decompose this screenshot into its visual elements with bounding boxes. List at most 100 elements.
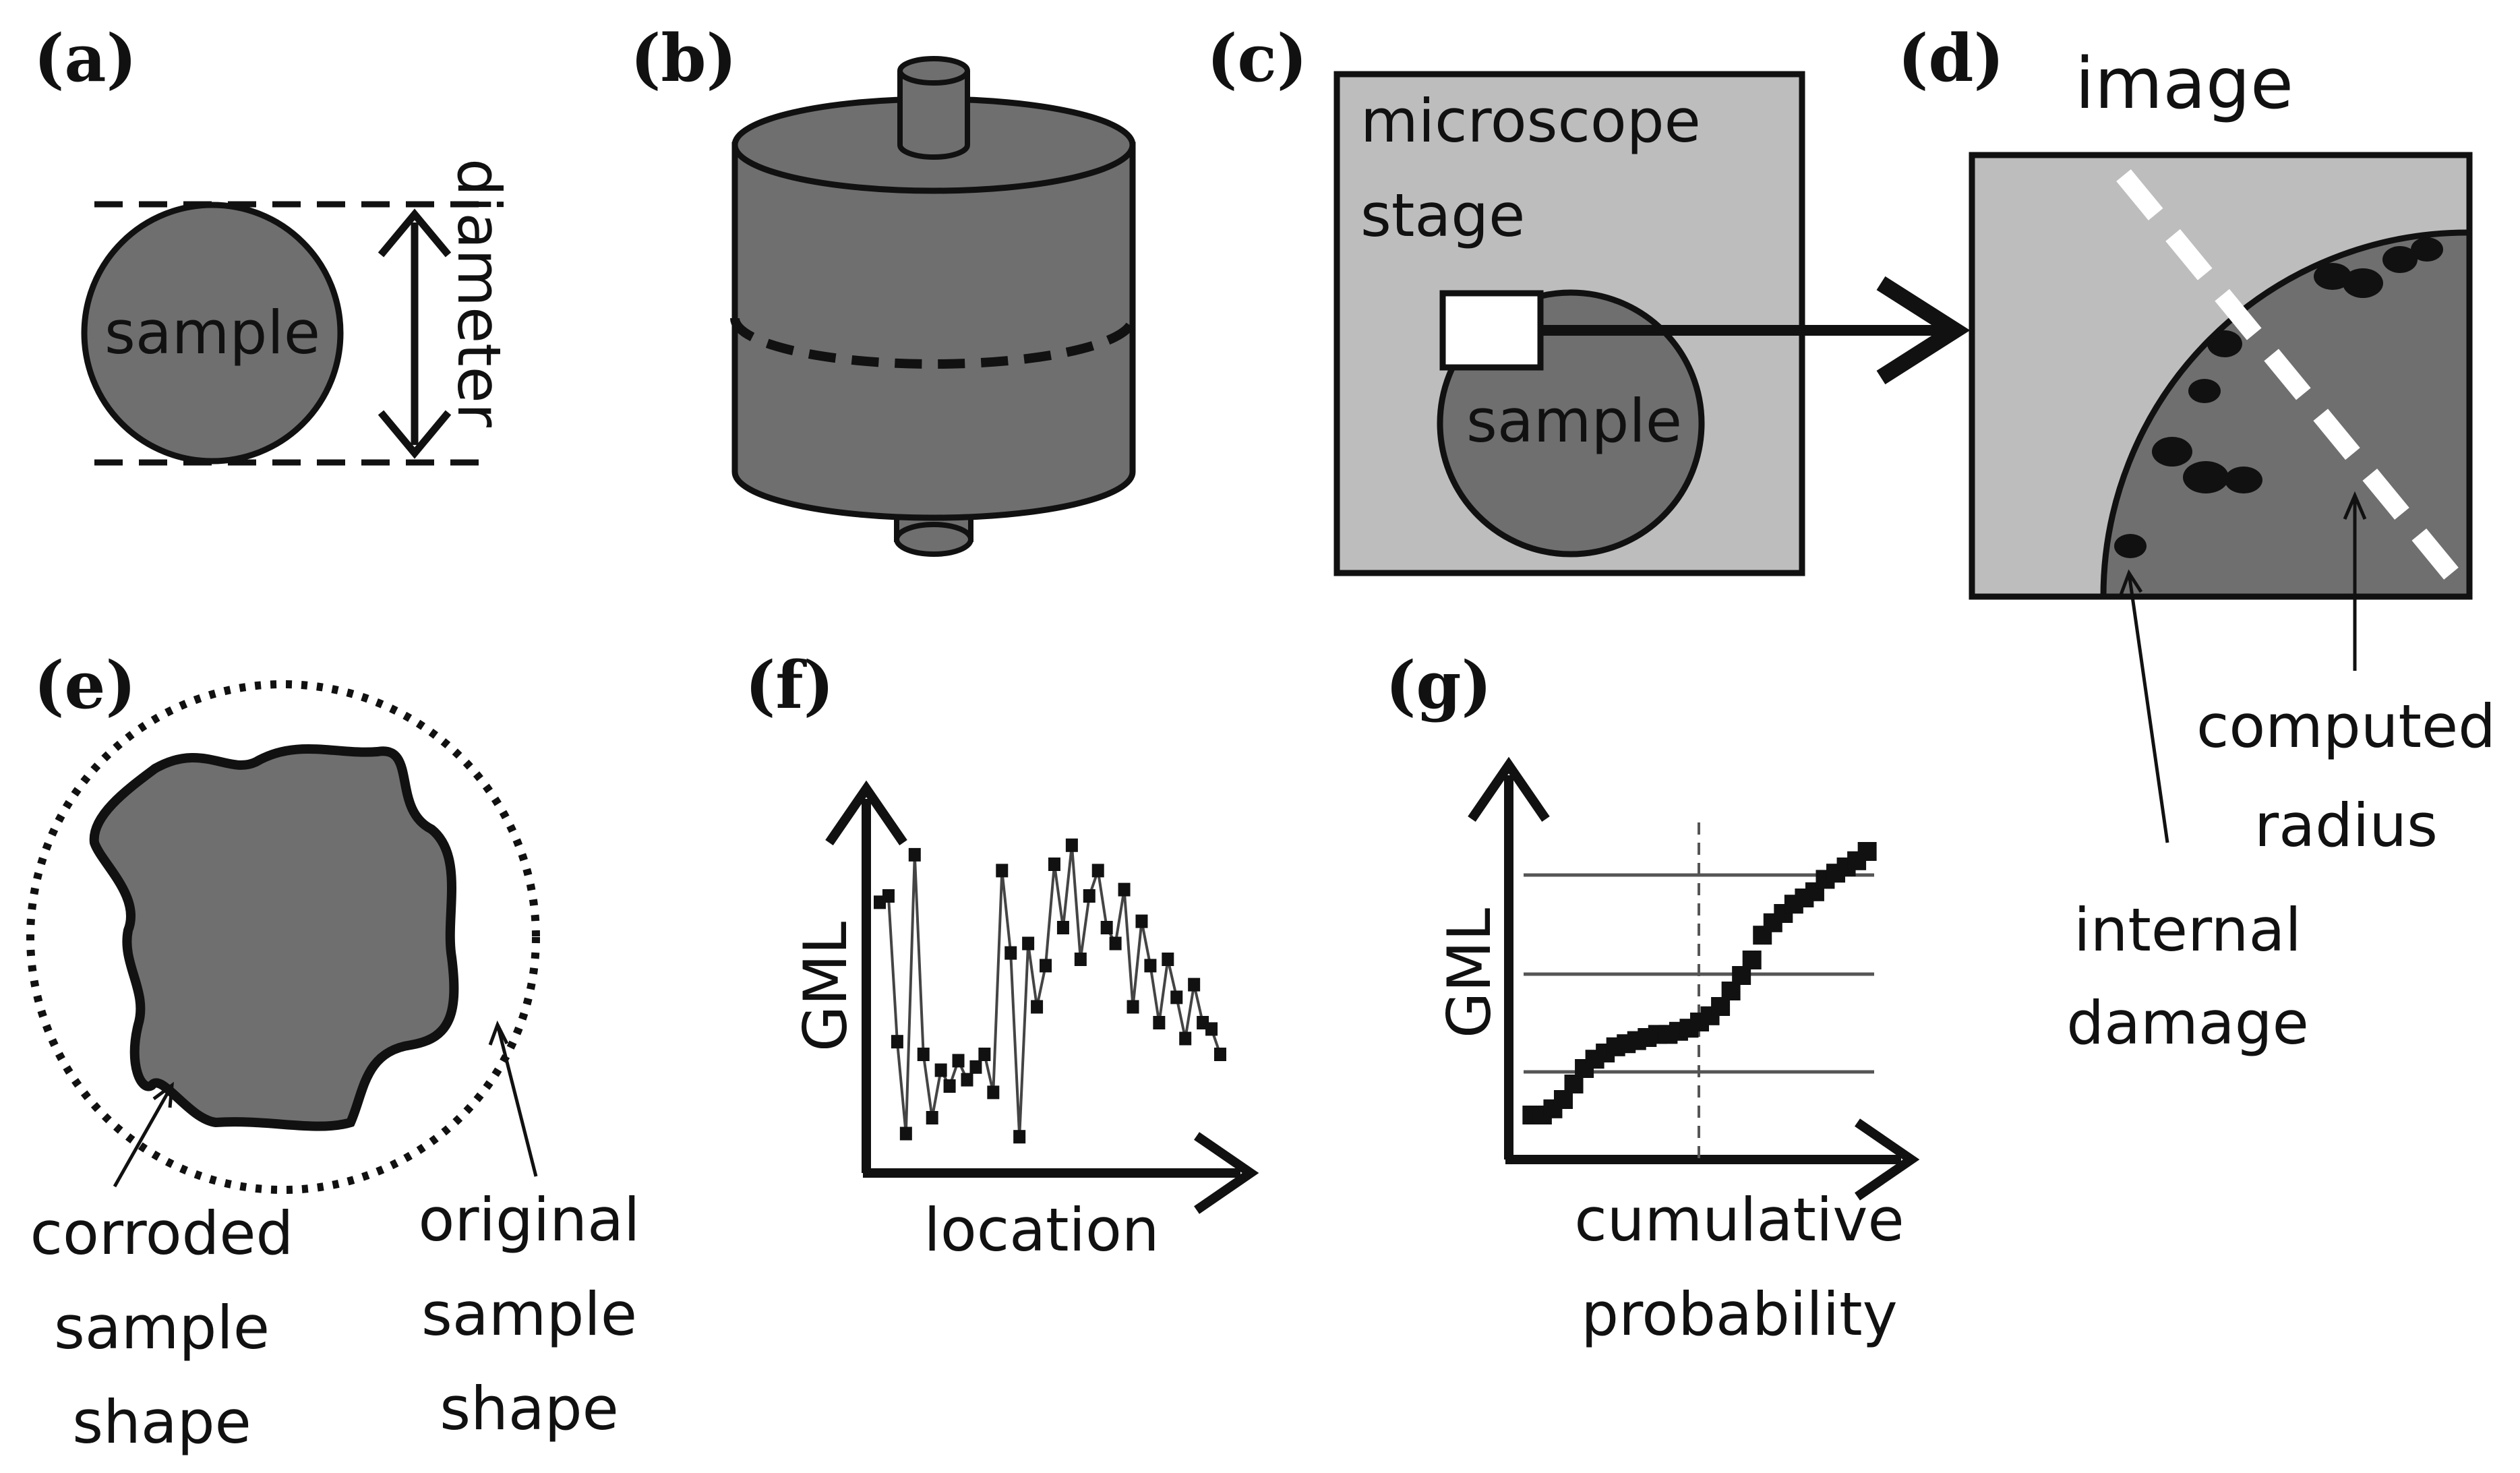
original-label-line3: shape (440, 1374, 619, 1443)
cylinder-mid-dashed-line (730, 318, 1137, 369)
panel-b: (b) (630, 20, 1137, 557)
panel-e-label: (e) (34, 647, 136, 723)
f-data-point (1127, 1000, 1139, 1014)
computed-radius-pointer-head (2343, 491, 2367, 520)
g-data-point (1742, 951, 1762, 969)
f-data-point (1004, 946, 1017, 960)
f-data-point (952, 1054, 965, 1068)
f-data-point (987, 1085, 1000, 1100)
diameter-arrow-head-up (378, 208, 452, 258)
f-data-point (908, 847, 921, 862)
corroded-label-line3: shape (72, 1387, 251, 1457)
panel-d: (d) image computed radius (1898, 20, 2496, 1058)
original-sample-outline (26, 680, 540, 1194)
f-data-point (1091, 864, 1104, 878)
image-frame (1969, 152, 2473, 600)
f-data-point (1153, 1016, 1166, 1029)
f-data-point (1074, 953, 1087, 966)
f-data-point (1048, 858, 1060, 871)
f-data-point (1065, 838, 1078, 852)
f-y-label: GML (791, 922, 860, 1052)
original-pointer (496, 1024, 538, 1177)
stage-sample-label: sample (1466, 386, 1682, 456)
computed-radius-dashed-line (2116, 169, 2469, 597)
f-data-point (1013, 1130, 1026, 1144)
stage-label-line2: stage (1360, 181, 1525, 250)
f-data-point (1040, 959, 1052, 973)
f-data-point (1135, 914, 1148, 928)
f-data-point (934, 1063, 947, 1077)
f-data-point (1162, 953, 1174, 966)
panel-g: (g) GML cumulative probability (1385, 647, 1920, 1349)
panel-f-label: (f) (745, 647, 834, 723)
damage-dot (2183, 461, 2229, 493)
corroded-pointer (113, 1084, 174, 1188)
damage-dot (2207, 330, 2242, 357)
f-data-point (917, 1048, 930, 1061)
panel-g-label: (g) (1385, 647, 1492, 723)
original-pointer-head (488, 1020, 509, 1046)
corroded-label-line2: sample (54, 1293, 270, 1362)
f-data-point (1056, 921, 1069, 934)
internal-damage-dots (2114, 237, 2443, 558)
f-data-point (899, 1126, 912, 1141)
damage-dot (2382, 246, 2418, 273)
corroded-sample-shape (89, 744, 459, 1131)
cylinder-top-pin-base (897, 144, 970, 160)
f-y-axis-head (825, 780, 907, 845)
diameter-label: diameter (444, 158, 514, 428)
f-data-point (1205, 1022, 1218, 1036)
original-label-line2: sample (421, 1280, 637, 1349)
cylinder-bottom-pin-end (894, 522, 973, 557)
cylinder-top-pin (897, 56, 970, 86)
panel-c: (c) microscope stage sample (1207, 20, 1971, 576)
field-of-view-square (1439, 290, 1544, 371)
f-plot-area (874, 838, 1226, 1144)
f-data-point (1100, 921, 1113, 934)
panel-a-label: (a) (34, 20, 137, 96)
internal-damage-pointer (2127, 572, 2169, 843)
to-image-arrow-head (1876, 276, 1971, 385)
panel-c-label: (c) (1207, 20, 1307, 96)
sample-label: sample (104, 298, 320, 367)
panel-d-label: (d) (1898, 20, 2004, 96)
g-plot-area (1522, 842, 1877, 1124)
g-x-label-line2: probability (1581, 1280, 1898, 1349)
panel-f: (f) GML location (745, 647, 1259, 1265)
original-label-line1: original (419, 1185, 640, 1255)
f-x-axis-head (1194, 1132, 1259, 1214)
computed-label-line2: radius (2254, 791, 2438, 860)
f-data-point (1118, 882, 1131, 897)
internal-damage-pointer-head (2119, 569, 2143, 595)
f-data-point (926, 1111, 938, 1124)
diameter-arrow-head-down (378, 410, 452, 459)
f-data-point (978, 1048, 991, 1061)
corroded-label-line1: corroded (30, 1199, 294, 1268)
cylinder-body (731, 142, 1136, 521)
damage-dot (2314, 263, 2351, 290)
f-data-point (996, 864, 1009, 878)
panel-e: (e) corroded sample shape original sampl… (26, 647, 640, 1457)
g-data-point (1857, 842, 1877, 861)
f-data-point (1109, 936, 1122, 951)
stage-label-line1: microscope (1360, 86, 1701, 156)
damage-dot (2188, 379, 2221, 403)
f-data-point (1188, 978, 1201, 992)
f-data-point (891, 1035, 903, 1049)
f-series-line (878, 845, 1222, 1137)
corroded-pointer-head (152, 1081, 174, 1108)
g-y-label: GML (1435, 908, 1504, 1038)
damage-dot (2343, 268, 2383, 298)
panel-a: (a) sample diameter (34, 20, 514, 466)
panel-b-label: (b) (630, 20, 737, 96)
computed-label-line1: computed (2196, 692, 2496, 761)
f-data-point (1144, 959, 1157, 973)
sample-circle (81, 202, 344, 464)
g-y-axis-head (1468, 756, 1550, 822)
f-data-point (961, 1073, 973, 1087)
g-x-label-line1: cumulative (1574, 1185, 1904, 1255)
g-x-axis-head (1855, 1118, 1920, 1201)
image-title: image (2075, 42, 2293, 125)
f-data-point (1170, 990, 1183, 1004)
